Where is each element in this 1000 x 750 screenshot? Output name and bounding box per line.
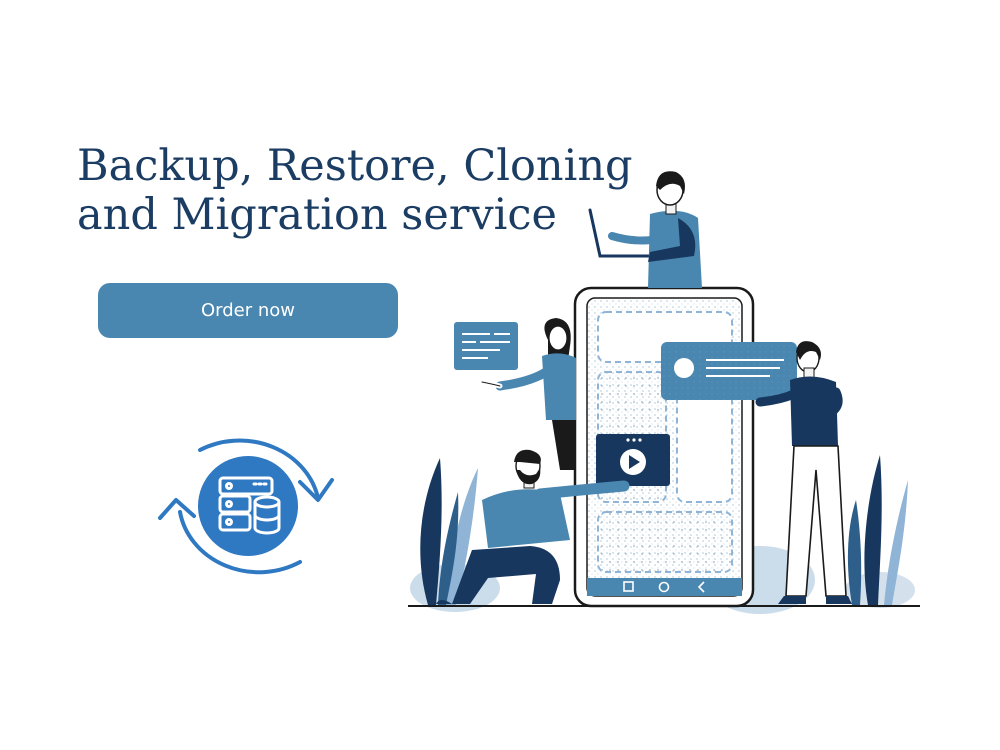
database-badge [198,456,298,556]
back-chevron-icon [697,581,705,593]
message-card-left [454,322,518,370]
right-plant [847,455,908,605]
profile-card-right [661,342,797,400]
person-kneeling [436,449,630,604]
order-now-button[interactable]: Order now [98,283,398,338]
person-standing [755,341,852,604]
square-icon [623,581,634,592]
left-plant [420,458,478,605]
person-woman [479,318,576,470]
hero-title-line-2: and Migration service [77,190,557,240]
hero-title-line-1: Backup, Restore, Cloning [77,141,633,191]
backup-sync-graphic [158,438,334,575]
circle-icon [658,581,670,593]
video-card [596,434,670,486]
database-server-icon [218,476,281,535]
team-phone-illustration [408,171,920,614]
person-with-laptop [588,171,702,288]
sync-arrows-icon [158,438,334,575]
play-icon [629,455,640,469]
hero-title: Backup, Restore, Cloning and Migration s… [77,142,633,240]
